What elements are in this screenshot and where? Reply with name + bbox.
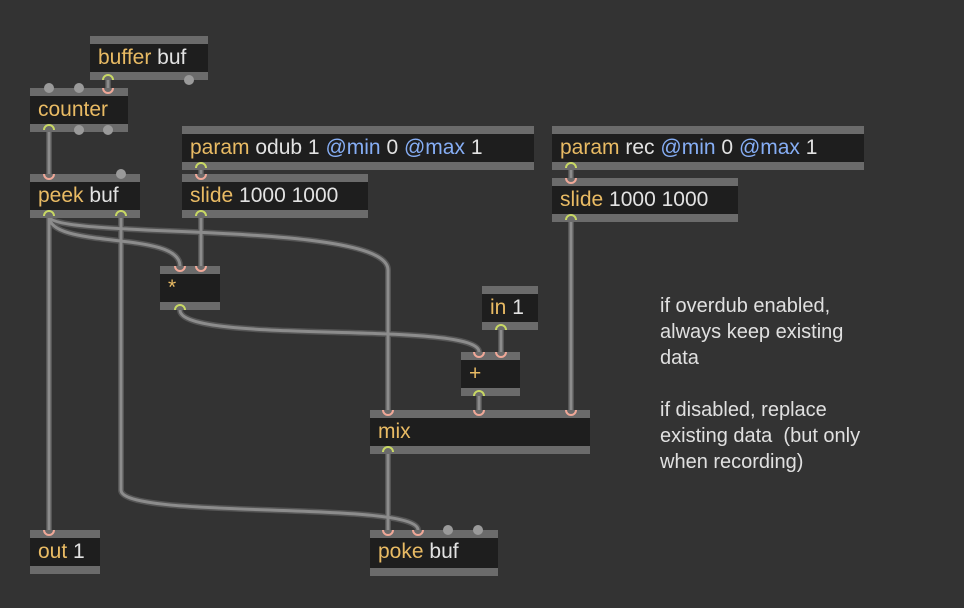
attr-value: 0 xyxy=(386,136,399,159)
multiply-object[interactable]: * xyxy=(160,266,220,310)
args: 1 xyxy=(73,540,85,563)
attr: @min xyxy=(325,136,381,159)
keyword: counter xyxy=(38,98,109,121)
attr: @max xyxy=(403,136,465,159)
keyword: param xyxy=(560,136,620,159)
outlets xyxy=(43,74,577,453)
keyword: + xyxy=(469,362,482,385)
attr-value: 0 xyxy=(721,136,734,159)
keyword: param xyxy=(190,136,250,159)
attr: @min xyxy=(660,136,716,159)
attr-value: 1 xyxy=(470,136,483,159)
buffer-object[interactable]: buffer buf xyxy=(90,36,208,80)
args: buf xyxy=(157,46,187,69)
param-odub-object[interactable]: param odub 1 @min 0 @max 1 xyxy=(182,126,534,170)
keyword: slide xyxy=(190,184,234,207)
args: buf xyxy=(429,540,459,563)
keyword: * xyxy=(168,276,177,299)
poke-object[interactable]: poke buf xyxy=(370,530,498,576)
args: 1 xyxy=(512,296,524,319)
args: 1000 1000 xyxy=(609,188,709,211)
args: buf xyxy=(89,184,119,207)
keyword: in xyxy=(490,296,507,319)
args: odub 1 xyxy=(255,136,320,159)
in-object[interactable]: in 1 xyxy=(482,286,538,330)
keyword: buffer xyxy=(98,46,152,69)
keyword: slide xyxy=(560,188,604,211)
keyword: peek xyxy=(38,184,84,207)
attr: @max xyxy=(738,136,800,159)
keyword: mix xyxy=(378,420,411,443)
args: 1000 1000 xyxy=(239,184,339,207)
comment: if overdub enabled, always keep existing… xyxy=(660,295,861,473)
keyword: poke xyxy=(378,540,424,563)
add-object[interactable]: + xyxy=(461,352,520,396)
slide-object[interactable]: slide 1000 1000 xyxy=(182,174,368,218)
attr-value: 1 xyxy=(805,136,818,159)
param-rec-object[interactable]: param rec @min 0 @max 1 xyxy=(552,126,864,170)
args: rec xyxy=(625,136,655,159)
unused-ports xyxy=(44,75,483,535)
inlets xyxy=(43,87,577,536)
slide-object[interactable]: slide 1000 1000 xyxy=(552,178,738,222)
keyword: out xyxy=(38,540,68,563)
out-object[interactable]: out 1 xyxy=(30,530,100,574)
